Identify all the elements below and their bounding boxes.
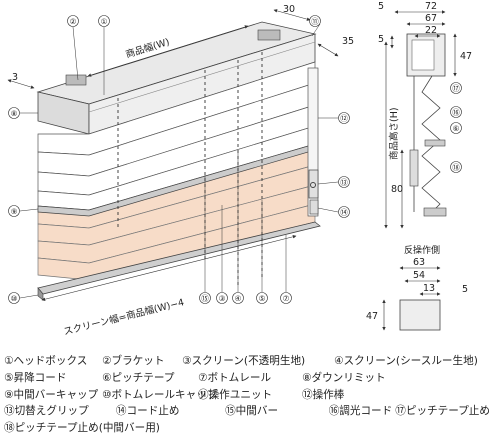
legend-row: ⑱ピッチテープ止め(中間バー用) bbox=[4, 420, 490, 437]
dim-22: 22 bbox=[425, 25, 437, 36]
legend-item: ⑨中間バーキャップ bbox=[4, 388, 99, 401]
svg-text:⑥: ⑥ bbox=[453, 124, 460, 133]
svg-text:⑱: ⑱ bbox=[452, 163, 460, 172]
dim-35: 35 bbox=[342, 36, 354, 47]
legend-item: ⑮中間バー bbox=[225, 405, 279, 418]
legend-row: ①ヘッドボックス ②ブラケット ③スクリーン(不透明生地) ④スクリーン(シース… bbox=[4, 353, 490, 370]
reverse-side-cap bbox=[399, 299, 441, 331]
legend-item: ②ブラケット bbox=[102, 355, 165, 367]
dim-67: 67 bbox=[425, 13, 437, 24]
dim-3: 3 bbox=[12, 72, 18, 83]
legend-item: ⑯調光コード bbox=[328, 405, 393, 418]
svg-text:⑯: ⑯ bbox=[452, 108, 460, 117]
dim-72: 72 bbox=[425, 1, 437, 12]
legend-row: ⑨中間バーキャップ ⑩ボトムレールキャップ ⑪操作ユニット ⑫操作棒 bbox=[4, 387, 490, 404]
dim-80: 80 bbox=[391, 184, 403, 195]
dim-13: 13 bbox=[423, 283, 435, 294]
svg-text:④: ④ bbox=[235, 294, 242, 303]
svg-text:③: ③ bbox=[219, 294, 226, 303]
dim-63: 63 bbox=[413, 257, 425, 268]
dim-47-side: 47 bbox=[460, 51, 472, 62]
svg-text:⑩: ⑩ bbox=[11, 294, 18, 303]
svg-text:⑭: ⑭ bbox=[340, 208, 348, 217]
legend-item: ①ヘッドボックス bbox=[4, 355, 88, 367]
legend-item: ⑥ピッチテープ bbox=[102, 371, 175, 384]
svg-text:⑫: ⑫ bbox=[340, 114, 348, 123]
dim-30: 30 bbox=[283, 4, 295, 15]
svg-text:⑮: ⑮ bbox=[201, 294, 209, 303]
dim-screen-width: スクリーン幅=商品幅(W)−4 bbox=[62, 296, 185, 338]
svg-text:⑬: ⑬ bbox=[340, 178, 348, 187]
legend-item: ⑪操作ユニット bbox=[198, 388, 273, 401]
dim-5-left: 5 bbox=[378, 34, 384, 45]
dim-54: 54 bbox=[413, 270, 425, 281]
svg-text:⑤: ⑤ bbox=[259, 294, 266, 303]
svg-text:①: ① bbox=[101, 17, 108, 26]
svg-text:②: ② bbox=[70, 17, 77, 26]
callout-numbers: ② ① ⑧ ⑨ ⑩ ⑪ ⑫ ⑬ ⑭ ⑮ ③ ④ ⑤ ⑦ bbox=[11, 17, 349, 303]
legend-item: ⑭コード止め bbox=[115, 405, 180, 418]
legend-item: ③スクリーン(不透明生地) bbox=[182, 355, 306, 367]
legend-row: ⑤昇降コード ⑥ピッチテープ ⑦ボトムレール ⑧ダウンリミット bbox=[4, 370, 490, 387]
side-view bbox=[406, 33, 447, 217]
svg-text:⑦: ⑦ bbox=[283, 294, 290, 303]
svg-text:⑰: ⑰ bbox=[452, 84, 460, 93]
legend-item: ⑰ピッチテープ止め bbox=[395, 405, 490, 418]
legend-item: ⑩ボトムレールキャップ bbox=[102, 388, 218, 401]
legend-item: ④スクリーン(シースルー生地) bbox=[334, 355, 478, 367]
dim-47-rev: 47 bbox=[366, 311, 378, 322]
legend-item: ⑦ボトムレール bbox=[198, 371, 272, 384]
dim-5-rev: 5 bbox=[462, 284, 468, 295]
blind-main-view bbox=[36, 21, 321, 301]
parts-legend: ①ヘッドボックス ②ブラケット ③スクリーン(不透明生地) ④スクリーン(シース… bbox=[4, 353, 490, 437]
svg-text:⑧: ⑧ bbox=[11, 109, 18, 118]
legend-item: ⑫操作棒 bbox=[302, 388, 345, 401]
callout-markers bbox=[8, 15, 350, 304]
reverse-side-title: 反操作側 bbox=[404, 244, 440, 256]
dim-5-top: 5 bbox=[378, 1, 384, 12]
legend-item: ⑤昇降コード bbox=[4, 371, 67, 384]
legend-row: ⑬切替えグリップ ⑭コード止め ⑮中間バー ⑯調光コード ⑰ピッチテープ止め bbox=[4, 403, 490, 420]
svg-text:⑨: ⑨ bbox=[11, 207, 18, 216]
legend-item: ⑧ダウンリミット bbox=[302, 371, 386, 384]
legend-item: ⑬切替えグリップ bbox=[4, 405, 89, 418]
legend-item: ⑱ピッチテープ止め(中間バー用) bbox=[4, 422, 160, 435]
dim-product-height: 商品高さ(H) bbox=[388, 107, 400, 160]
svg-text:⑪: ⑪ bbox=[311, 17, 319, 26]
